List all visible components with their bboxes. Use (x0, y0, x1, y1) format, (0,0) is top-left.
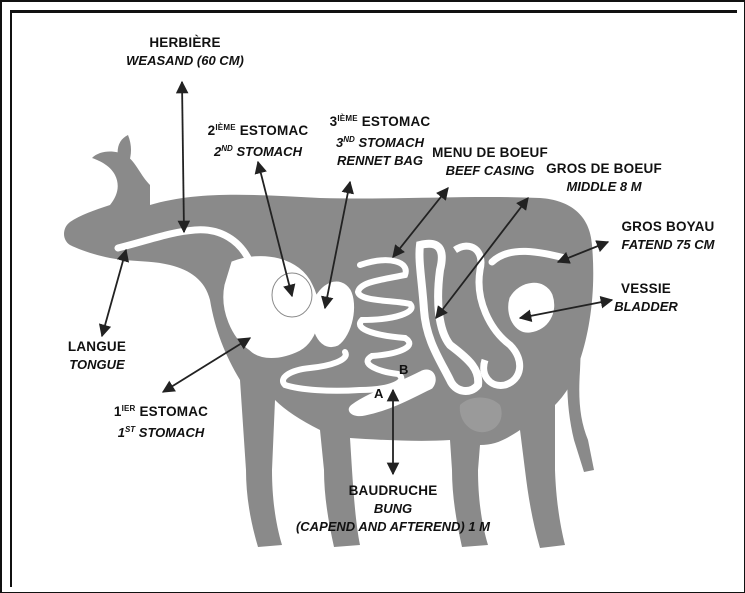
label-estomac1-en: 1ST STOMACH (96, 421, 226, 442)
label-boyau-fr: GROS BOYAU (608, 218, 728, 236)
label-baudruche-fr: BAUDRUCHE (288, 482, 498, 500)
label-baudruche-en2: (CAPEND AND AFTEREND) 1 M (288, 518, 498, 536)
label-langue-fr: LANGUE (52, 338, 142, 356)
label-gros: GROS DE BOEUF MIDDLE 8 M (534, 160, 674, 196)
label-baudruche-en: BUNG (288, 500, 498, 518)
label-boyau-en: FATEND 75 CM (608, 236, 728, 254)
label-herbiere-fr: HERBIÈRE (110, 34, 260, 52)
label-estomac2: 2IÈME ESTOMAC 2ND STOMACH (188, 119, 328, 161)
label-estomac3-fr: 3IÈME ESTOMAC (320, 110, 440, 131)
label-estomac1: 1IER ESTOMAC 1ST STOMACH (96, 400, 226, 442)
label-langue: LANGUE TONGUE (52, 338, 142, 374)
label-estomac2-fr: 2IÈME ESTOMAC (188, 119, 328, 140)
label-estomac2-en: 2ND STOMACH (188, 140, 328, 161)
label-boyau: GROS BOYAU FATEND 75 CM (608, 218, 728, 254)
label-herbiere-en: WEASAND (60 CM) (110, 52, 260, 70)
arrow-tongue (102, 250, 126, 336)
label-herbiere: HERBIÈRE WEASAND (60 CM) (110, 34, 260, 70)
label-langue-en: TONGUE (52, 356, 142, 374)
label-gros-en: MIDDLE 8 M (534, 178, 674, 196)
label-vessie: VESSIE BLADDER (606, 280, 686, 316)
label-estomac1-fr: 1IER ESTOMAC (96, 400, 226, 421)
label-vessie-fr: VESSIE (606, 280, 686, 298)
label-vessie-en: BLADDER (606, 298, 686, 316)
label-baudruche: BAUDRUCHE BUNG (CAPEND AND AFTEREND) 1 M (288, 482, 498, 536)
label-gros-fr: GROS DE BOEUF (534, 160, 674, 178)
marker-a: A (374, 386, 383, 401)
marker-b: B (399, 362, 408, 377)
